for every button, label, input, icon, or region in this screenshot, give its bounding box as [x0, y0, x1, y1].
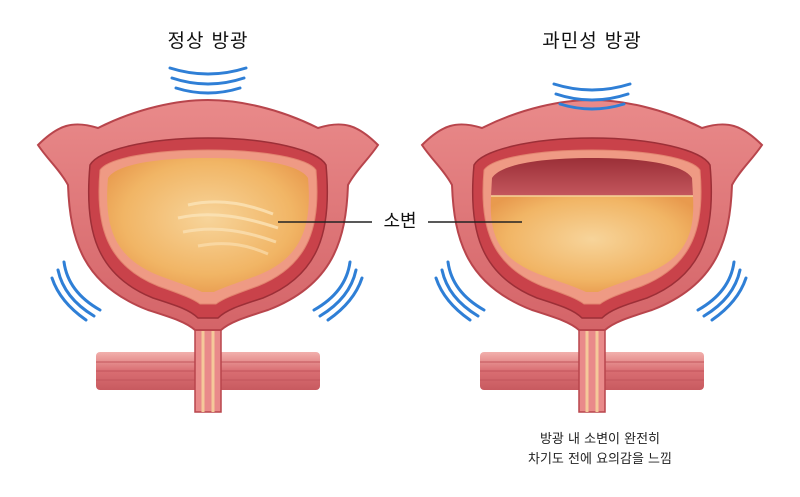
wave-icon-left-side	[50, 260, 102, 322]
wave-icon-top-right	[552, 82, 632, 111]
empty-space-band	[491, 158, 693, 196]
wave-icon-left-inner	[312, 260, 364, 322]
overactive-caption: 방광 내 소변이 완전히 차기도 전에 요의감을 느낌	[450, 430, 750, 470]
normal-bladder-title: 정상 방광	[167, 30, 249, 52]
urine-fill	[490, 196, 694, 292]
wave-icon-top-left	[168, 66, 248, 95]
normal-bladder	[36, 98, 380, 414]
wave-icon-right-side	[696, 260, 748, 322]
caption-line-1: 방광 내 소변이 완전히	[539, 432, 661, 447]
wave-icon-right-inner	[434, 260, 486, 322]
caption-line-2: 차기도 전에 요의감을 느낌	[528, 452, 672, 467]
urine-label: 소변	[383, 211, 417, 232]
overactive-bladder-title: 과민성 방광	[542, 30, 642, 52]
overactive-bladder	[420, 98, 764, 414]
urine-fill	[107, 158, 309, 292]
